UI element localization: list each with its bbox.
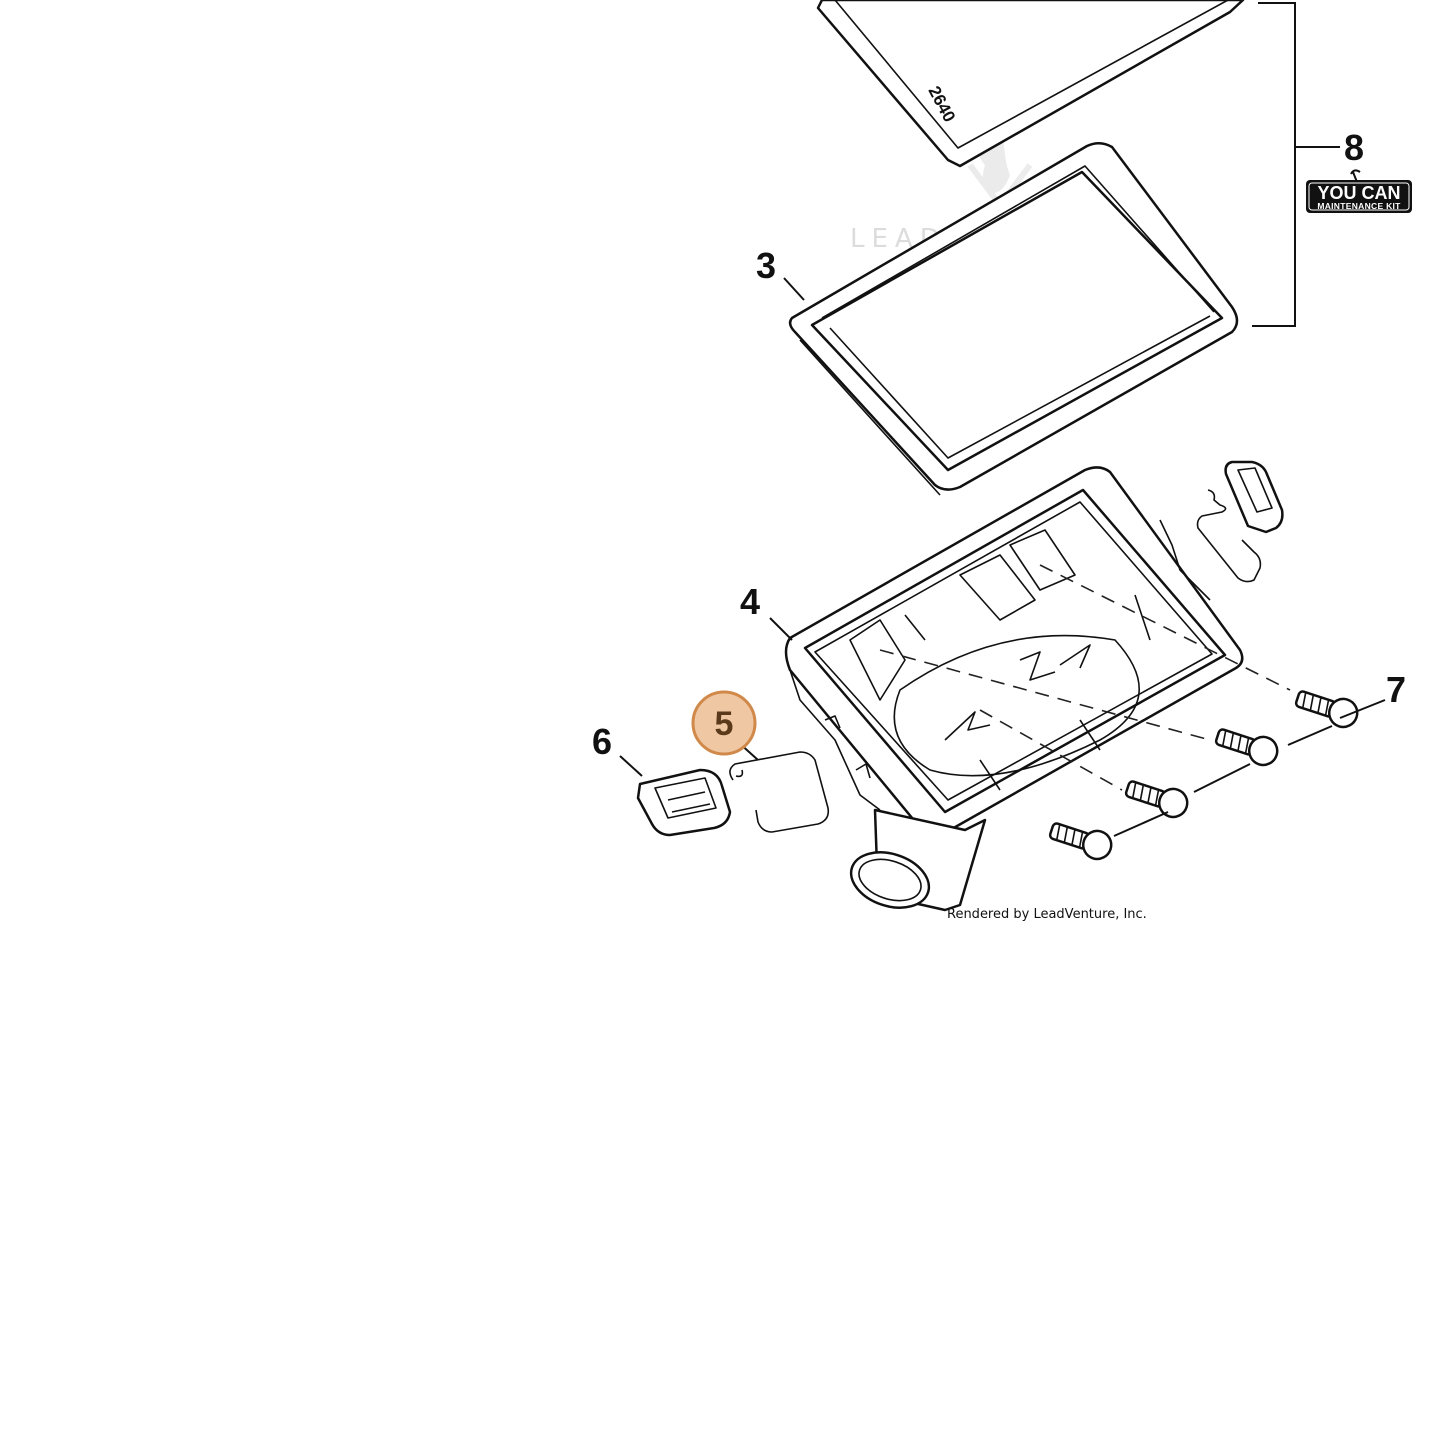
wrench-icon xyxy=(1350,169,1361,183)
badge-top-text: YOU CAN xyxy=(1317,183,1400,203)
kit-bracket xyxy=(1252,2,1340,327)
retaining-clip-left xyxy=(636,768,732,837)
render-credit: Rendered by LeadVenture, Inc. xyxy=(947,907,1147,922)
filter-base-part xyxy=(784,466,1244,836)
outlet-tube-part xyxy=(849,808,987,912)
retaining-clip-right xyxy=(1224,460,1284,534)
callout-4[interactable]: 4 xyxy=(740,581,760,622)
callout-6[interactable]: 6 xyxy=(592,721,612,762)
callout-8[interactable]: 8 xyxy=(1344,127,1364,168)
callout-5[interactable]: 5 xyxy=(715,705,734,743)
maintenance-kit-badge: YOU CAN MAINTENANCE KIT xyxy=(1306,169,1412,213)
highlight-circle xyxy=(691,690,757,756)
assembly-lines xyxy=(879,564,1291,791)
wire-spring-right xyxy=(1196,489,1262,583)
pre-filter-part xyxy=(816,0,1245,168)
callout-5-highlight[interactable]: 5 xyxy=(691,690,757,756)
air-filter-part xyxy=(788,142,1239,496)
badge-bottom-text: MAINTENANCE KIT xyxy=(1317,201,1401,211)
callout-3[interactable]: 3 xyxy=(756,245,776,286)
callout-7[interactable]: 7 xyxy=(1386,669,1406,710)
wire-spring-left xyxy=(729,751,830,833)
screw-leaders xyxy=(1113,699,1386,837)
screws-part xyxy=(1048,690,1359,861)
